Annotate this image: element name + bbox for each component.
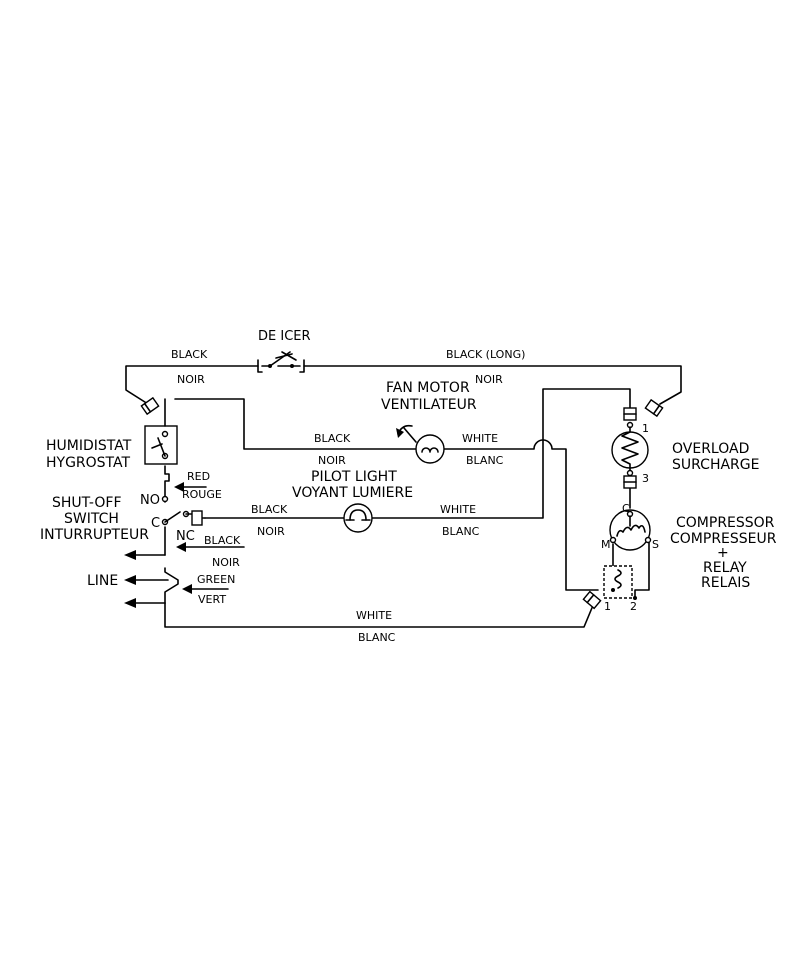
connector-left-top	[140, 396, 160, 416]
wire-black-deicer-left	[125, 365, 259, 405]
compressor-label-4: RELAY	[703, 560, 747, 576]
white-label-fan: WHITE	[462, 432, 498, 445]
fan-motor-symbol	[396, 424, 445, 464]
wire-black-long	[303, 365, 682, 405]
wire-white-pilot	[371, 388, 631, 519]
black-label-top-left: BLACK	[171, 348, 208, 361]
wire-black-fan	[174, 398, 421, 450]
vert-label: VERT	[198, 593, 226, 606]
pilot-light-symbol	[343, 503, 373, 533]
black-long-label: BLACK (LONG)	[446, 348, 525, 361]
relay-terminal-2: 2	[630, 600, 637, 613]
humidistat-symbol	[144, 398, 178, 465]
shut-off-label-1: SHUT-OFF	[52, 495, 122, 511]
compressor-label-1: COMPRESSOR	[676, 515, 775, 531]
blanc-label-pilot: BLANC	[442, 525, 480, 538]
terminal-no: NO	[140, 493, 160, 508]
black-label-pilot: BLACK	[251, 503, 288, 516]
wire-s-relay	[634, 539, 650, 599]
connector-overload-bottom	[623, 475, 637, 489]
connectors	[140, 396, 664, 610]
connector-overload-top	[623, 407, 637, 421]
black-label-fan: BLACK	[314, 432, 351, 445]
blanc-label-fan: BLANC	[466, 454, 504, 467]
shut-off-switch-symbol	[161, 495, 206, 526]
noir-label-fan: NOIR	[318, 454, 346, 467]
compressor-symbol	[609, 509, 652, 551]
compressor-label-3: +	[717, 545, 729, 561]
nc-noir-label: NOIR	[212, 556, 240, 569]
pilot-light-label-2: VOYANT LUMIERE	[292, 485, 413, 501]
overload-terminal-3: 3	[642, 472, 649, 485]
overload-label-2: SURCHARGE	[672, 457, 759, 473]
overload-terminal-1: 1	[642, 422, 649, 435]
relay-terminal-1: 1	[604, 600, 611, 613]
fan-motor-label-1: FAN MOTOR	[386, 380, 470, 396]
compressor-terminal-m: M	[601, 538, 611, 551]
rouge-label: ROUGE	[182, 488, 222, 501]
shut-off-label-2: SWITCH	[64, 511, 119, 527]
compressor-terminal-s: S	[652, 538, 659, 551]
shut-off-label-3: INTURRUPTEUR	[40, 527, 149, 543]
overload-label-1: OVERLOAD	[672, 441, 749, 457]
wire-white-fan	[439, 439, 599, 591]
wires	[125, 365, 682, 628]
compressor-label-5: RELAIS	[701, 575, 750, 591]
blanc-label-bottom: BLANC	[358, 631, 396, 644]
overload-symbol	[611, 421, 649, 477]
noir-label-pilot: NOIR	[257, 525, 285, 538]
humidistat-label-1: HUMIDISTAT	[46, 438, 132, 454]
connector-right-top	[644, 398, 664, 418]
terminal-nc: NC	[176, 529, 195, 544]
red-wire-arrow	[174, 482, 207, 492]
humidistat-label-2: HYGROSTAT	[46, 455, 131, 471]
wire-green-ground	[164, 567, 179, 604]
de-icer-label: DE ICER	[258, 329, 311, 344]
noir-label-top-left: NOIR	[177, 373, 205, 386]
green-label: GREEN	[197, 573, 235, 586]
wire-white-return	[164, 602, 595, 628]
compressor-terminal-c: C	[622, 502, 630, 515]
noir-label-top-right: NOIR	[475, 373, 503, 386]
white-label-bottom: WHITE	[356, 609, 392, 622]
connector-relay	[582, 590, 602, 610]
relay-symbol	[603, 565, 637, 600]
line-label: LINE	[87, 573, 118, 589]
nc-black-arrow	[176, 542, 245, 552]
fan-motor-label-2: VENTILATEUR	[381, 397, 477, 413]
de-icer-symbol	[257, 351, 305, 373]
green-wire-arrow	[182, 584, 229, 594]
wire-humidistat-shutoff	[164, 465, 170, 503]
pilot-light-label-1: PILOT LIGHT	[311, 469, 397, 485]
nc-black-label: BLACK	[204, 534, 241, 547]
line-plug-symbol	[124, 550, 169, 608]
terminal-c: C	[151, 516, 160, 531]
compressor-label-2: COMPRESSEUR	[670, 531, 777, 547]
white-label-pilot: WHITE	[440, 503, 476, 516]
red-label: RED	[187, 470, 210, 483]
